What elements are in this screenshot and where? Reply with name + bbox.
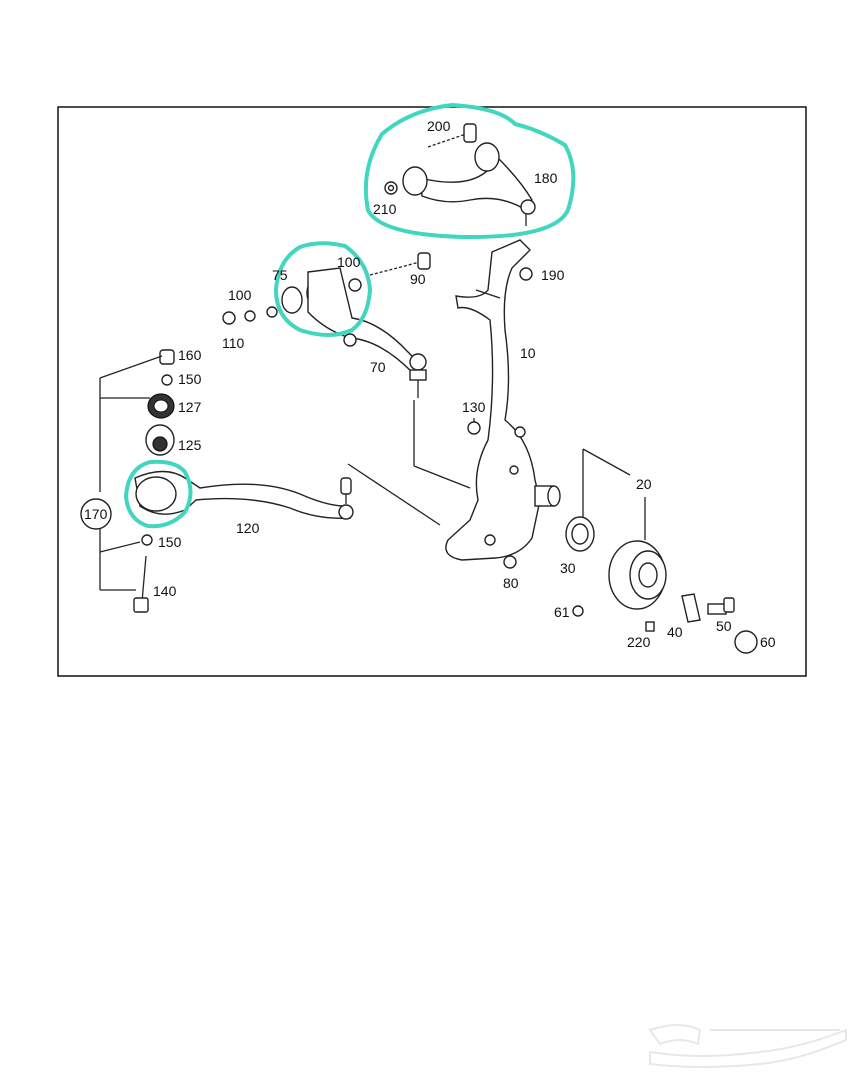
- part-125-bushing: [145, 424, 175, 456]
- label-20: 20: [636, 476, 652, 492]
- part-200-bolt: [427, 123, 477, 148]
- label-110: 110: [222, 335, 245, 351]
- highlight-lower-arm-bushing: [123, 459, 193, 529]
- part-80-nut: [503, 555, 517, 569]
- label-150-lower: 150: [158, 534, 182, 550]
- part-70-control-arm: [307, 267, 471, 489]
- label-127: 127: [178, 399, 202, 415]
- label-40: 40: [667, 624, 683, 640]
- haraj-logo-icon: [648, 1024, 847, 1068]
- part-110-nut: [222, 310, 256, 325]
- label-120: 120: [236, 520, 260, 536]
- label-210: 210: [373, 201, 397, 217]
- part-60-cap: [734, 630, 758, 654]
- part-40-clip: [681, 593, 701, 623]
- part-127-bushing: [147, 393, 175, 419]
- label-30: 30: [560, 560, 576, 576]
- part-160-nut: [159, 349, 175, 365]
- part-90-bolt: [369, 252, 431, 276]
- label-100-left: 100: [228, 287, 252, 303]
- label-180: 180: [534, 170, 558, 186]
- part-30-seal: [565, 516, 595, 552]
- part-130-nut: [467, 418, 481, 435]
- label-190: 190: [541, 267, 565, 283]
- part-180-upper-control-arm: [402, 142, 536, 226]
- label-200: 200: [427, 118, 451, 134]
- highlight-upper-control-arm: [363, 102, 576, 240]
- label-125: 125: [178, 437, 202, 453]
- part-150a-washer: [161, 374, 173, 386]
- label-100-upper: 100: [337, 254, 361, 270]
- highlight-bushing-75: [273, 241, 373, 337]
- part-61-nut: [572, 605, 584, 617]
- label-50: 50: [716, 618, 732, 634]
- label-140: 140: [153, 583, 177, 599]
- label-160: 160: [178, 347, 202, 363]
- label-10: 10: [520, 345, 536, 361]
- part-220-screw: [645, 621, 655, 632]
- label-60: 60: [760, 634, 776, 650]
- label-150-upper: 150: [178, 371, 202, 387]
- label-90: 90: [410, 271, 426, 287]
- label-130: 130: [462, 399, 486, 415]
- part-140-bolt: [133, 555, 149, 613]
- label-61: 61: [554, 604, 570, 620]
- label-80: 80: [503, 575, 519, 591]
- part-20-wheel-hub: [582, 448, 667, 610]
- part-170-kit-bracket: [80, 355, 163, 591]
- part-10-steering-knuckle: [445, 239, 561, 561]
- part-190-nut: [519, 267, 533, 281]
- label-170: 170: [84, 506, 108, 522]
- part-210-nut: [384, 181, 398, 195]
- label-70: 70: [370, 359, 386, 375]
- label-75: 75: [272, 267, 288, 283]
- part-150b-washer: [141, 534, 153, 546]
- part-50-bolt: [707, 597, 735, 615]
- label-220: 220: [627, 634, 651, 650]
